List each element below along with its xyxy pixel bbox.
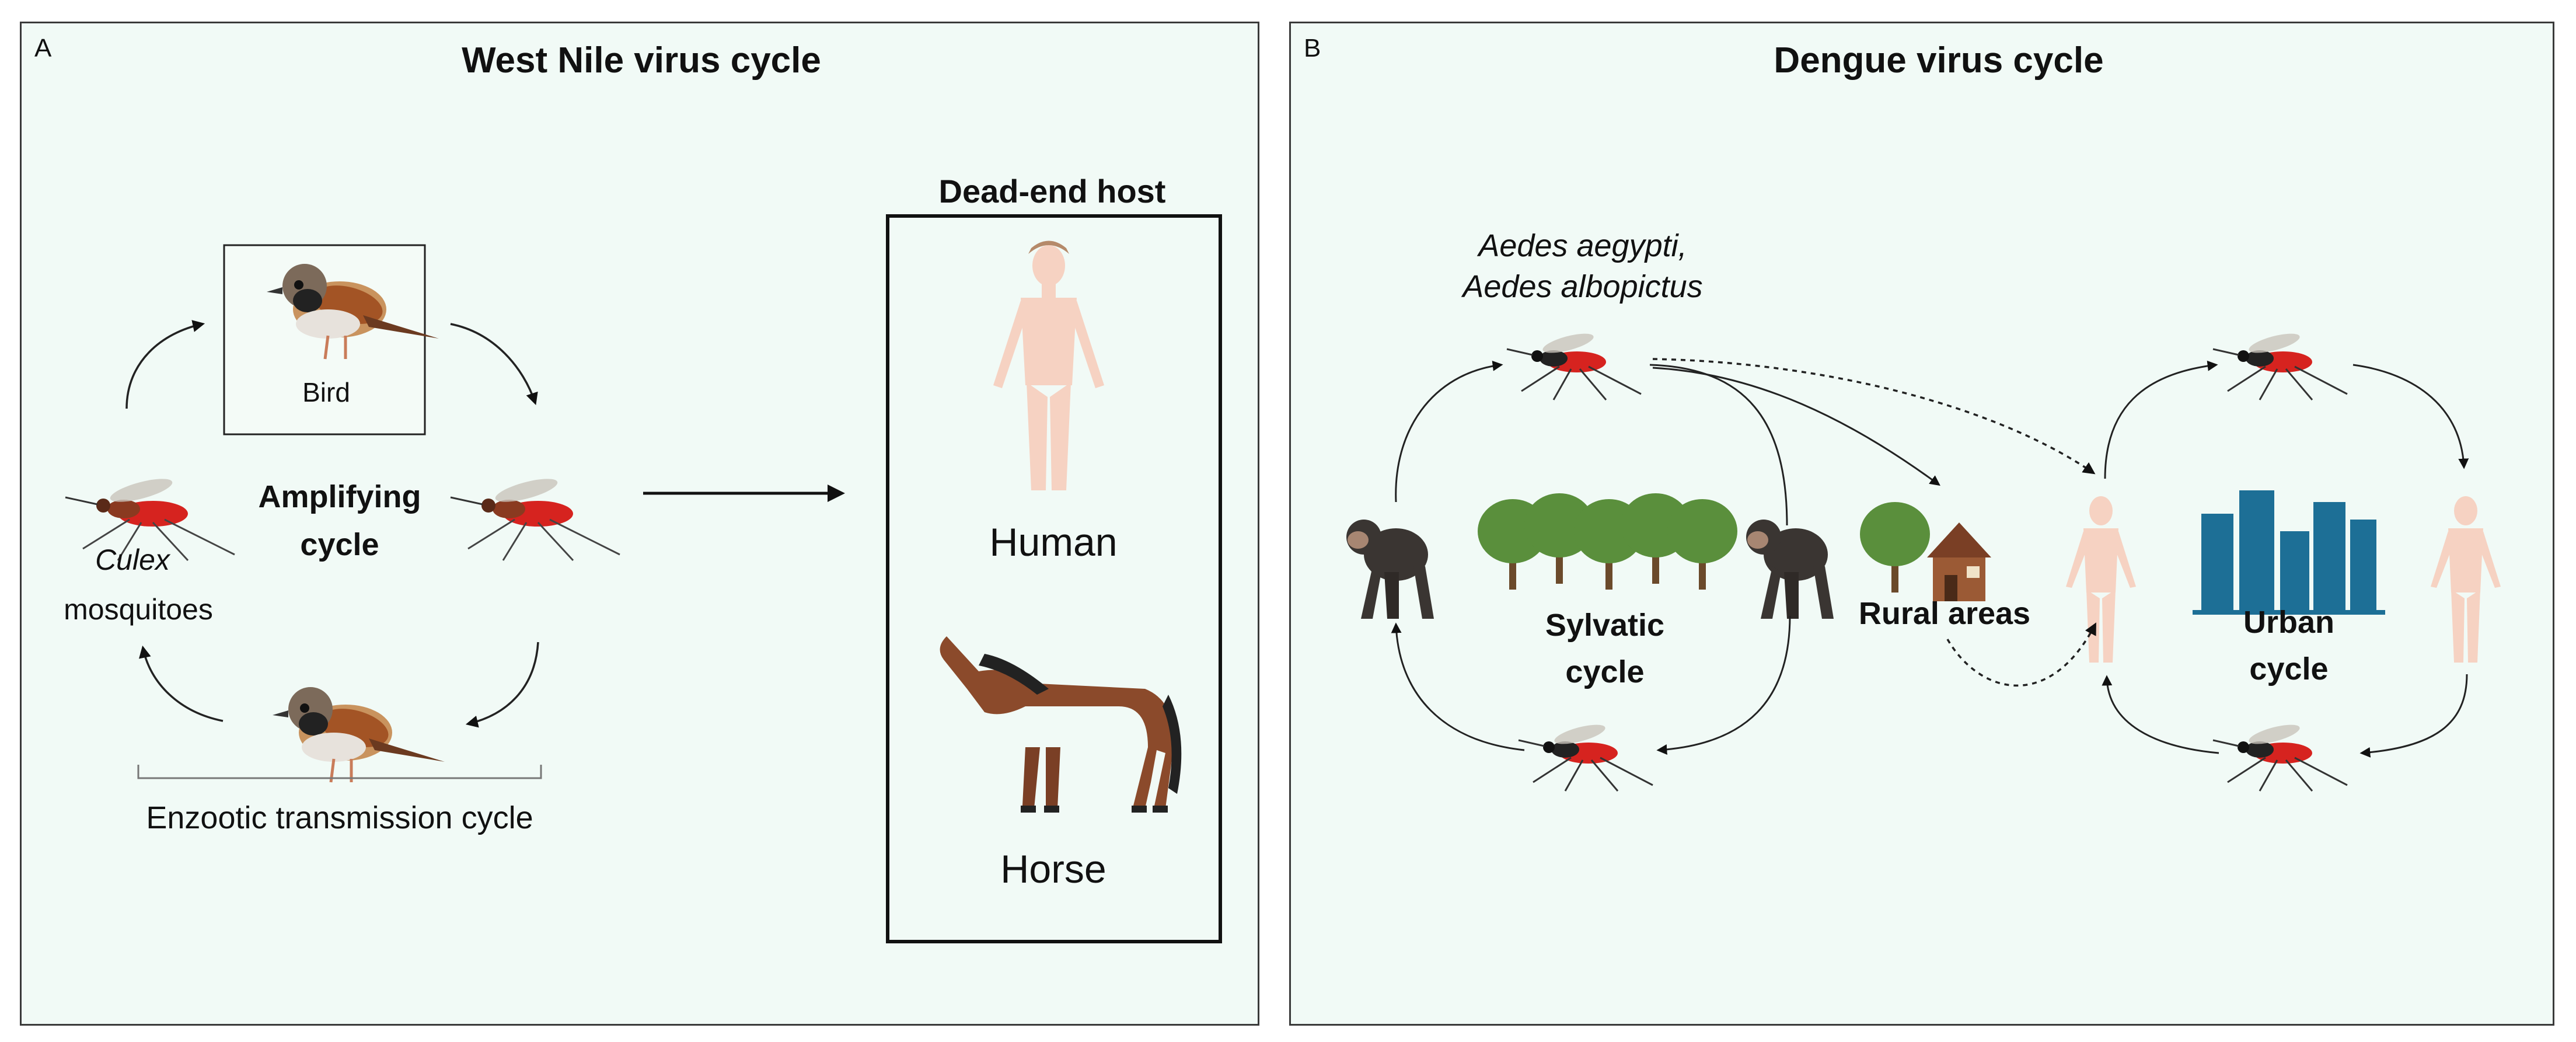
sylvatic-cycle-label: cycle bbox=[1565, 654, 1645, 689]
panel-letter: B bbox=[1304, 34, 1321, 62]
sylvatic-cycle-label: Sylvatic bbox=[1545, 608, 1665, 643]
arrow-icon bbox=[1652, 358, 2096, 475]
dead-end-host-box bbox=[886, 214, 1222, 943]
arrow-icon bbox=[1656, 615, 1791, 755]
urban-cycle-label: cycle bbox=[2249, 651, 2329, 686]
arrow-icon bbox=[125, 320, 205, 409]
arrow-icon bbox=[1652, 367, 1940, 486]
mosquito-icon bbox=[449, 473, 621, 562]
rural-areas-label: Rural areas bbox=[1858, 596, 2031, 631]
arrow-icon bbox=[2104, 360, 2218, 479]
chimpanzee-icon bbox=[1346, 520, 1434, 619]
sparrow-icon bbox=[273, 687, 445, 782]
human-icon bbox=[2066, 496, 2136, 663]
arrow-icon bbox=[1649, 364, 1788, 526]
arrow-icon bbox=[139, 645, 224, 722]
arrow-icon bbox=[465, 642, 539, 728]
city-buildings-icon bbox=[2193, 490, 2385, 615]
arrow-icon bbox=[2102, 675, 2219, 754]
arrow-icon bbox=[1946, 622, 2096, 687]
forest-icon bbox=[1478, 493, 1737, 590]
panel-a-west-nile: A West Nile virus cycle Bird Amplifying … bbox=[20, 22, 1259, 1026]
mosquito-icon bbox=[2212, 720, 2348, 792]
panel-title: Dengue virus cycle bbox=[1774, 40, 2104, 81]
dengue-diagram-graphics bbox=[1346, 329, 2501, 792]
enzootic-label: Enzootic transmission cycle bbox=[146, 800, 533, 835]
west-nile-diagram-graphics bbox=[64, 214, 1222, 943]
arrow-icon bbox=[2359, 674, 2468, 758]
culex-label: Culex bbox=[95, 543, 170, 576]
arrow-icon bbox=[1391, 622, 1525, 751]
aedes-species-label: Aedes aegypti, bbox=[1478, 228, 1687, 263]
mosquitoes-label: mosquitoes bbox=[64, 593, 213, 626]
mosquito-icon bbox=[1517, 720, 1654, 792]
panel-title: West Nile virus cycle bbox=[462, 40, 821, 81]
human-icon bbox=[993, 241, 1104, 490]
mosquito-icon bbox=[2212, 329, 2348, 401]
house-icon bbox=[1927, 522, 1991, 601]
bird-label: Bird bbox=[302, 377, 350, 407]
enzootic-bracket bbox=[137, 765, 542, 779]
amplifying-cycle-label: cycle bbox=[300, 527, 379, 562]
human-icon bbox=[2431, 496, 2501, 663]
urban-cycle-label: Urban bbox=[2243, 605, 2335, 640]
human-label: Human bbox=[989, 520, 1118, 564]
arrow-icon bbox=[1395, 360, 1503, 503]
arrow-icon bbox=[450, 323, 538, 405]
tree-icon bbox=[1860, 502, 1930, 593]
amplifying-cycle-label: Amplifying bbox=[258, 479, 421, 514]
aedes-species-label: Aedes albopictus bbox=[1462, 269, 1703, 304]
panel-b-dengue: B Dengue virus cycle Aedes aegypti, Aede… bbox=[1289, 22, 2554, 1026]
horse-label: Horse bbox=[1000, 847, 1107, 891]
panel-letter: A bbox=[34, 34, 52, 62]
chimpanzee-icon bbox=[1746, 520, 1834, 619]
mosquito-icon bbox=[1506, 329, 1642, 401]
arrow-icon bbox=[2352, 364, 2469, 469]
dead-end-host-title: Dead-end host bbox=[938, 173, 1166, 210]
horse-icon bbox=[940, 636, 1182, 813]
